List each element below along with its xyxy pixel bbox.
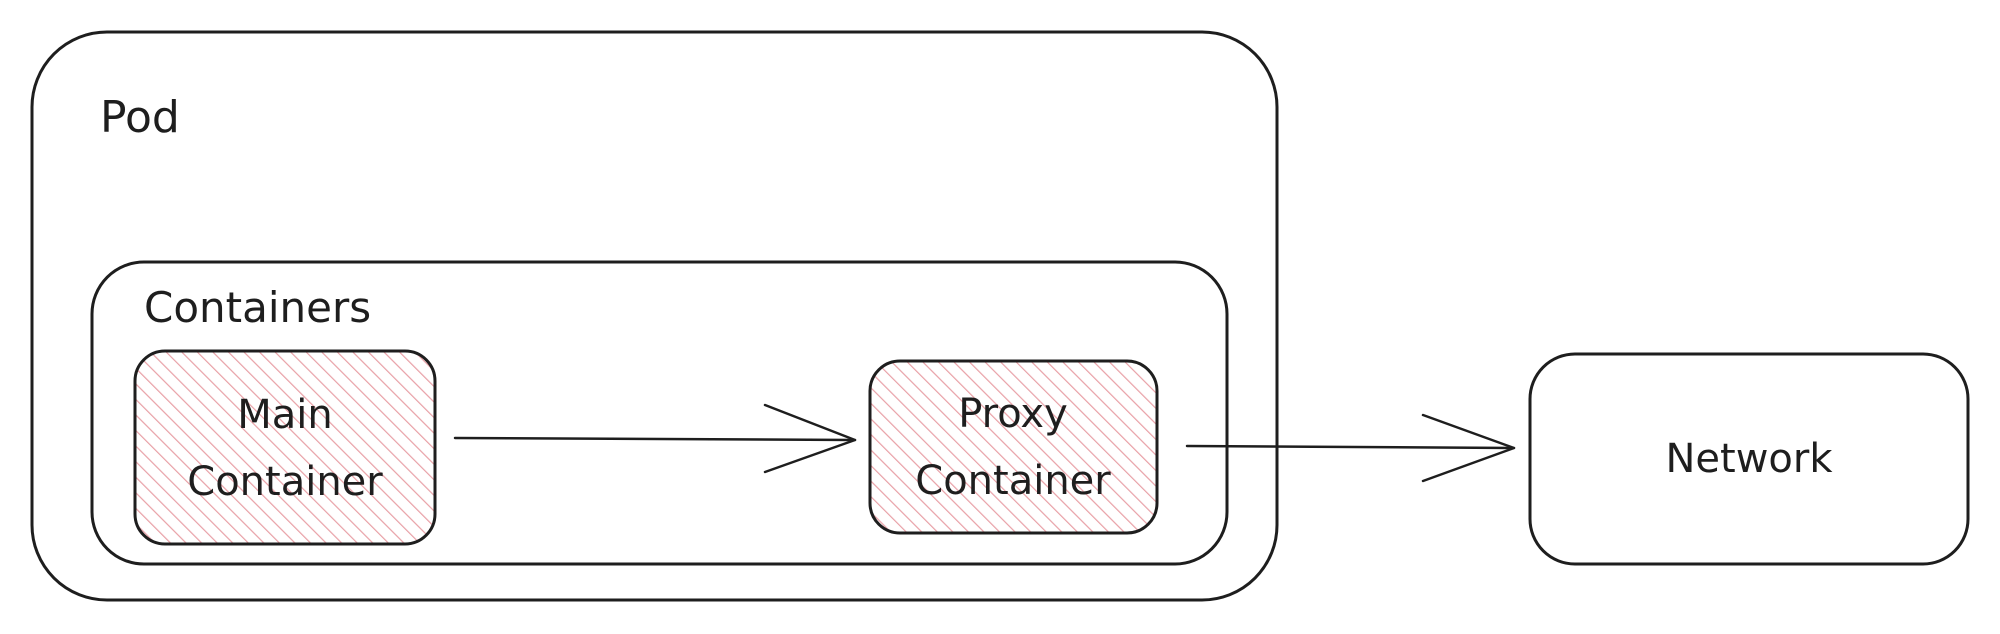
proxy-container-label-line1: Proxy: [958, 391, 1068, 437]
network-border: [1528, 352, 1970, 566]
main-container-label-line1: Main: [237, 392, 333, 438]
containers-box: Containers: [90, 260, 1229, 566]
arrow-proxy-to-network-line: [1185, 444, 1516, 450]
pod-box: Pod: [30, 30, 1279, 602]
proxy-container-box: Proxy Container: [868, 359, 1159, 535]
containers-label: Containers: [144, 283, 371, 332]
arrow-proxy-to-network: [1185, 413, 1516, 483]
main-container-label-line2: Container: [187, 459, 383, 505]
proxy-container-fill: [868, 359, 1159, 535]
arrow-main-to-proxy-head: [763, 403, 857, 474]
arrow-main-to-proxy: [453, 403, 857, 474]
network-label: Network: [1665, 436, 1833, 482]
main-container-fill: [133, 349, 437, 546]
arrow-main-to-proxy-line: [453, 436, 857, 442]
containers-border: [90, 260, 1229, 566]
proxy-container-label-line2: Container: [915, 458, 1111, 504]
main-container-box: Main Container: [133, 349, 437, 546]
pod-label: Pod: [100, 92, 180, 143]
pod-border: [30, 30, 1279, 602]
network-box: Network: [1528, 352, 1970, 566]
arrow-proxy-to-network-head: [1421, 413, 1516, 483]
